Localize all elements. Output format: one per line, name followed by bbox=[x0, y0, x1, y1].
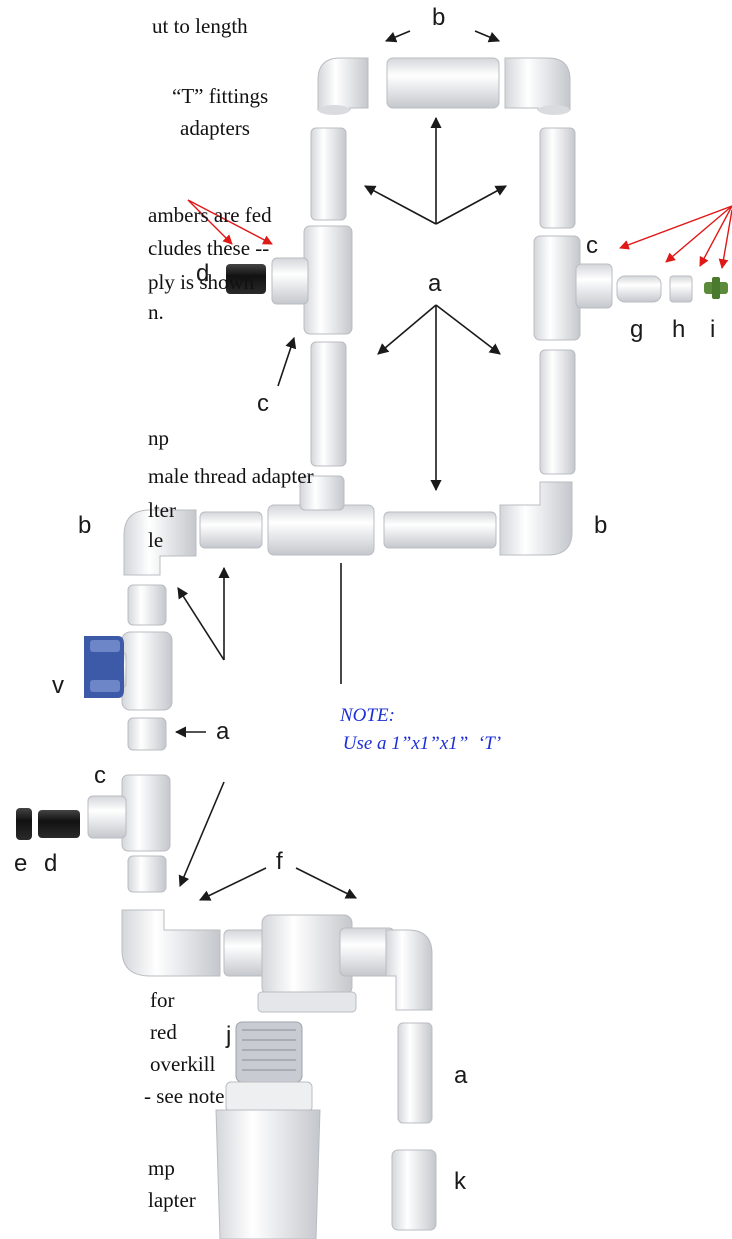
text-filter: lter bbox=[148, 498, 176, 522]
pipe-top-middle bbox=[386, 57, 500, 109]
elbow-top-right bbox=[504, 57, 571, 115]
text-assembly-shown: ply is shown bbox=[148, 270, 255, 294]
arrows bbox=[174, 30, 507, 901]
label-h: h bbox=[672, 316, 686, 343]
label-j: j bbox=[226, 1022, 232, 1049]
pipe-right-upper bbox=[539, 127, 576, 229]
label-a-center: a bbox=[428, 270, 442, 297]
label-b-top: b bbox=[432, 4, 446, 31]
text-includes-these: cludes these -- bbox=[148, 236, 270, 260]
text-mp: mp bbox=[148, 1156, 175, 1180]
label-g: g bbox=[630, 316, 644, 343]
elbow-lower-bottom bbox=[121, 909, 221, 977]
label-b-right: b bbox=[594, 512, 608, 539]
text-see-note: - see note bbox=[144, 1084, 225, 1108]
pipe-filter-right bbox=[397, 1022, 433, 1124]
note-body: Use a 1”x1”x1” ‘T’ bbox=[338, 733, 502, 754]
text-for: for bbox=[150, 988, 175, 1012]
text-t-fittings: “T” fittings bbox=[172, 84, 269, 108]
label-d-upper: d bbox=[196, 260, 210, 287]
text-nipple: le bbox=[148, 528, 164, 552]
text-pump: np bbox=[148, 426, 169, 450]
elbow-left-lower bbox=[123, 509, 197, 576]
fitting-h bbox=[669, 275, 693, 303]
filter-housing-f bbox=[223, 914, 395, 1013]
text-chambers-fed: ambers are fed bbox=[148, 203, 272, 227]
pipe-lower-1 bbox=[127, 584, 167, 626]
pipe-left-lower bbox=[310, 341, 347, 467]
label-a-lower: a bbox=[454, 1062, 468, 1089]
red-arrows bbox=[187, 199, 732, 269]
text-shown-end: n. bbox=[148, 300, 164, 324]
elbow-bottom-right bbox=[499, 481, 573, 556]
filter-screen-j bbox=[215, 1021, 321, 1239]
label-f: f bbox=[276, 848, 283, 875]
pipe-left-upper bbox=[310, 127, 347, 221]
adapter-d-upper bbox=[226, 264, 266, 294]
pipe-right-lower bbox=[539, 349, 576, 475]
pipe-lower-3 bbox=[127, 855, 167, 893]
label-k: k bbox=[454, 1168, 466, 1195]
text-cut-to-length: ut to length bbox=[152, 14, 248, 38]
adapter-d-lower bbox=[38, 810, 80, 838]
label-a-mid: a bbox=[216, 718, 230, 745]
pipe-bottom-middle bbox=[383, 511, 497, 549]
text-lapter: lapter bbox=[148, 1188, 196, 1212]
text-red: red bbox=[150, 1020, 177, 1044]
label-v: v bbox=[52, 672, 64, 699]
label-i: i bbox=[710, 316, 716, 343]
pipe-lower-2 bbox=[127, 717, 167, 751]
valve-v bbox=[84, 631, 173, 711]
label-c-left: c bbox=[257, 390, 269, 417]
elbow-filter-right bbox=[385, 929, 433, 1011]
label-d-lower: d bbox=[44, 850, 58, 877]
note-heading: NOTE: bbox=[340, 705, 395, 726]
text-overkill: overkill bbox=[150, 1052, 216, 1076]
tee-left bbox=[271, 225, 353, 335]
tee-bottom bbox=[267, 475, 375, 556]
pipe-bottom-left-short bbox=[199, 511, 263, 549]
tee-lower bbox=[87, 774, 171, 852]
label-e: e bbox=[14, 850, 28, 877]
label-c-lower: c bbox=[94, 762, 106, 789]
cap-k bbox=[391, 1149, 437, 1231]
fitting-g bbox=[616, 275, 662, 303]
label-b-left: b bbox=[78, 512, 92, 539]
label-c-right: c bbox=[586, 232, 598, 259]
tee-right bbox=[533, 235, 613, 341]
elbow-top-left bbox=[317, 57, 369, 115]
fitting-i bbox=[704, 277, 728, 299]
text-male-thread-adapter: male thread adapter bbox=[148, 464, 314, 488]
cap-e bbox=[16, 808, 32, 840]
text-adapters: adapters bbox=[180, 116, 250, 140]
